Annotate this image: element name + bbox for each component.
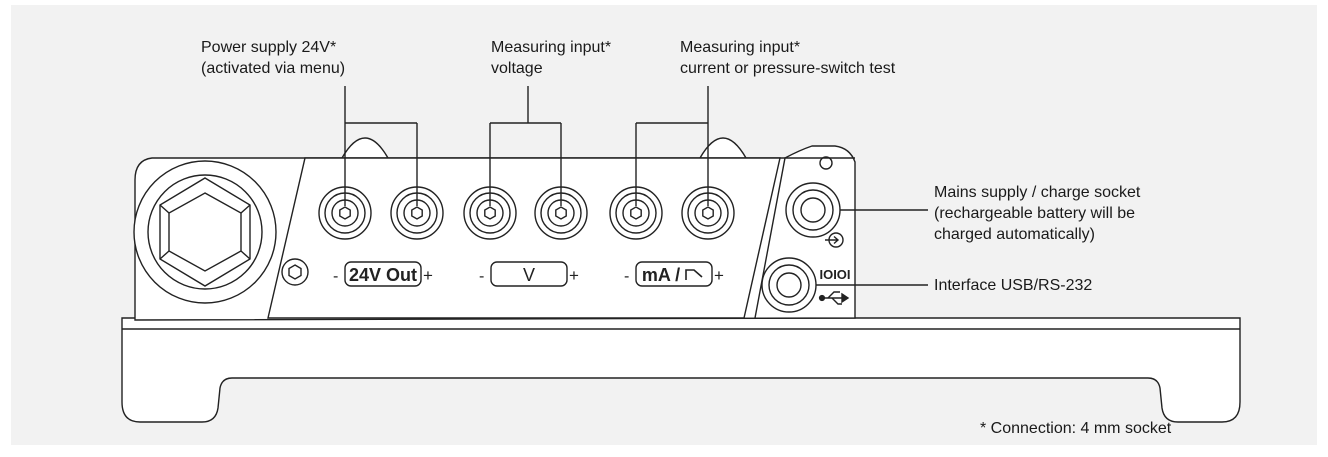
callout-interface-line1: Interface USB/RS-232 bbox=[934, 277, 1093, 294]
minus-sign-24v: - bbox=[333, 268, 338, 285]
socket-24v-minus bbox=[318, 186, 372, 240]
callout-power-supply: Power supply 24V* (activated via menu) bbox=[201, 37, 345, 79]
top-ear-right bbox=[699, 137, 747, 159]
callout-power-line2: (activated via menu) bbox=[201, 60, 346, 77]
mains-socket bbox=[785, 182, 841, 238]
callout-voltage-line1: Measuring input* bbox=[491, 39, 612, 56]
label-box-24v bbox=[344, 261, 422, 287]
callout-voltage-input: Measuring input* voltage bbox=[491, 37, 611, 79]
leader-current bbox=[635, 86, 709, 206]
plus-sign-24v: + bbox=[423, 266, 433, 285]
plus-sign-ma: + bbox=[714, 266, 724, 285]
label-box-v bbox=[490, 261, 568, 287]
callout-mains-line3: charged automatically) bbox=[934, 226, 1095, 243]
hex-nut-fitting bbox=[133, 160, 277, 304]
minus-sign-v: - bbox=[479, 268, 484, 285]
screw-top-right bbox=[819, 156, 833, 170]
usb-icon bbox=[818, 291, 850, 305]
label-box-ma bbox=[635, 261, 713, 287]
leader-voltage bbox=[489, 86, 562, 206]
usb-socket bbox=[761, 257, 817, 313]
leader-power bbox=[344, 86, 418, 206]
callout-power-line1: Power supply 24V* bbox=[201, 39, 337, 56]
callout-mains-supply: Mains supply / charge socket (rechargeab… bbox=[934, 182, 1140, 245]
callout-current-line1: Measuring input* bbox=[680, 39, 801, 56]
socket-v-plus bbox=[534, 186, 588, 240]
callout-interface: Interface USB/RS-232 bbox=[934, 275, 1092, 296]
data-symbol: IOIOI bbox=[819, 267, 850, 282]
callout-current-line2: current or pressure-switch test bbox=[680, 60, 896, 77]
top-ear-left bbox=[341, 137, 389, 159]
charge-plug-icon bbox=[825, 232, 844, 248]
callout-mains-line1: Mains supply / charge socket bbox=[934, 184, 1141, 201]
label-ma: mA / bbox=[642, 265, 680, 285]
footnote: * Connection: 4 mm socket bbox=[980, 420, 1172, 437]
callout-voltage-line2: voltage bbox=[491, 60, 543, 77]
callout-current-input: Measuring input* current or pressure-swi… bbox=[680, 37, 895, 79]
label-24v-out: 24V Out bbox=[349, 265, 417, 285]
callout-mains-line2: (rechargeable battery will be bbox=[934, 205, 1135, 222]
hex-screw bbox=[281, 258, 309, 286]
minus-sign-ma: - bbox=[624, 268, 629, 285]
plus-sign-v: + bbox=[569, 266, 579, 285]
device-base bbox=[121, 317, 1241, 423]
side-panel bbox=[754, 157, 855, 319]
label-v: V bbox=[523, 265, 535, 285]
